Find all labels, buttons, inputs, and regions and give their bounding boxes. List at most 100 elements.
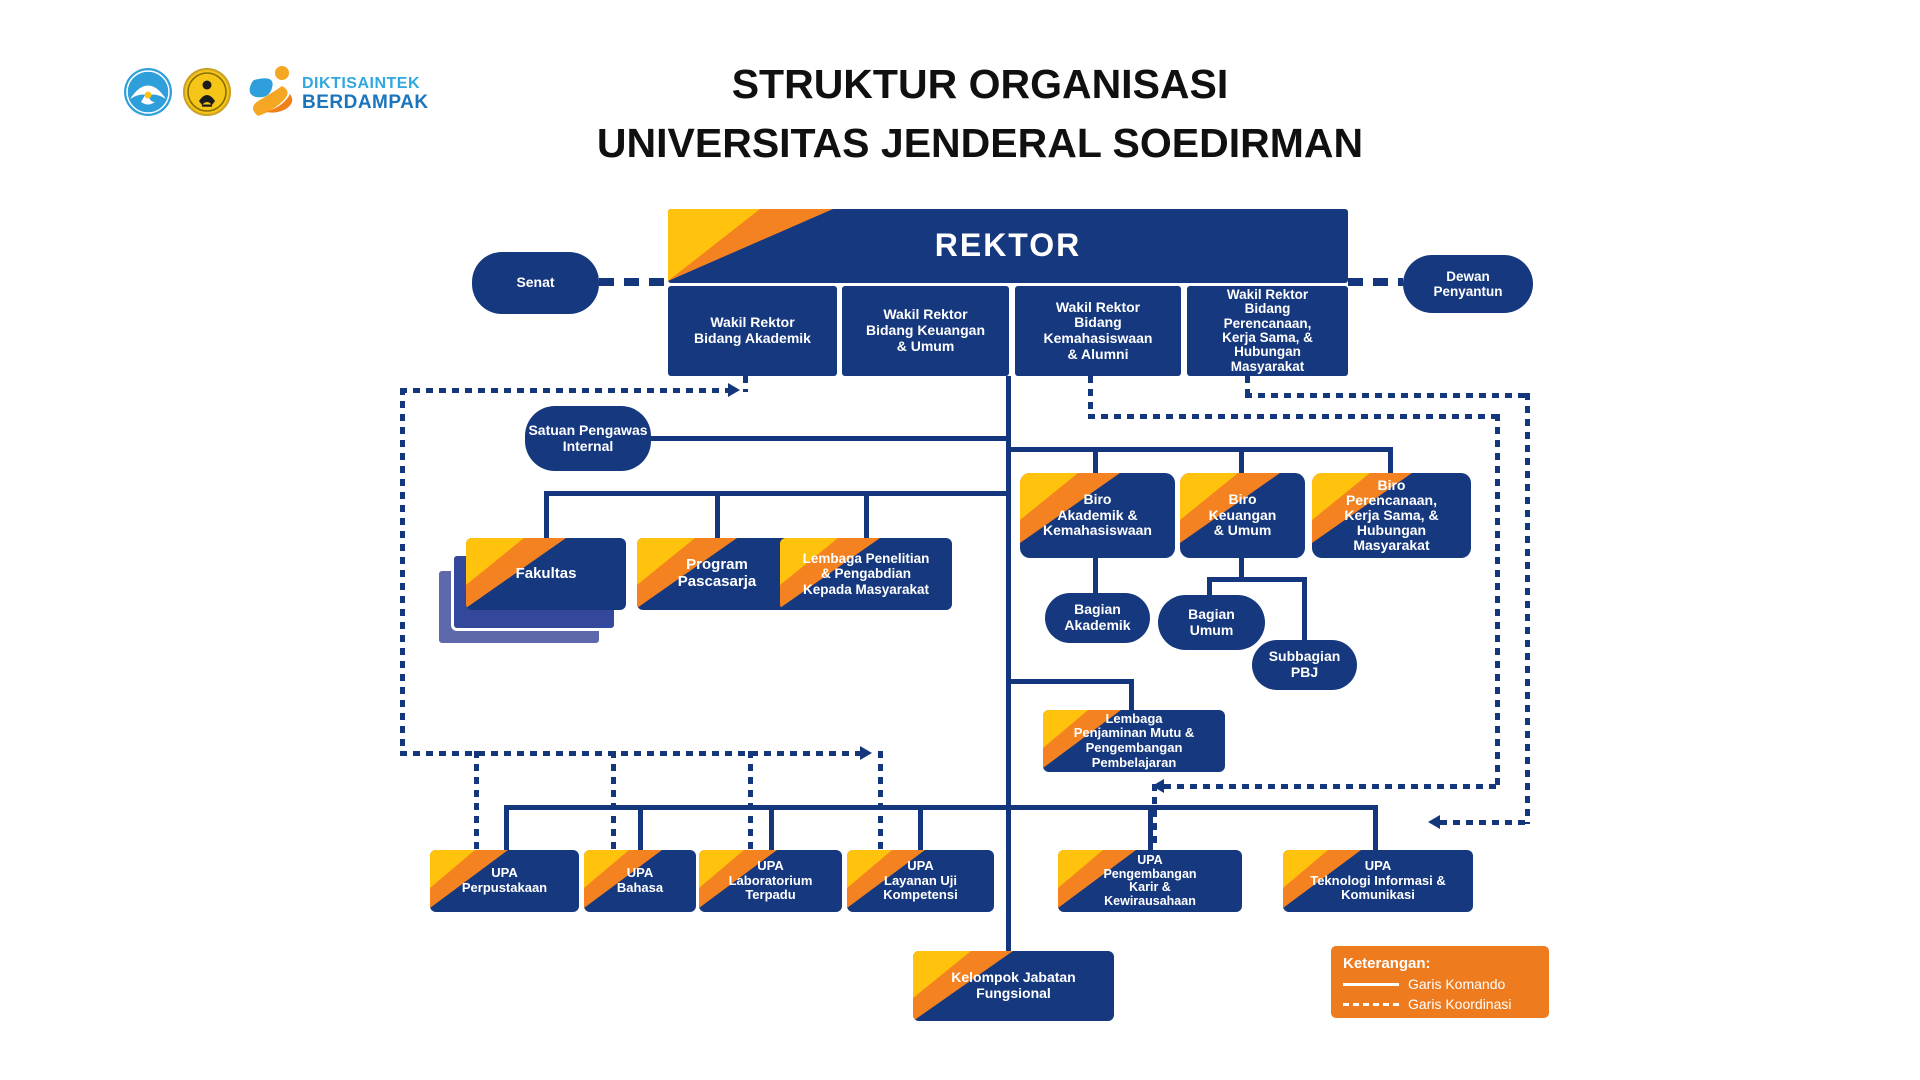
dotted-right-vertical-2	[1525, 393, 1530, 824]
line-drop-fakultas	[544, 491, 549, 538]
dotted-bottom-left	[400, 751, 862, 756]
line-main-trunk	[1006, 376, 1011, 951]
node-upa-layanan-uji: UPA Layanan Uji Kompetensi	[847, 850, 994, 912]
line-drop-biro-keuangan	[1239, 447, 1244, 473]
node-label: Biro Keuangan & Umum	[1208, 490, 1277, 539]
node-upa-perpustakaan: UPA Perpustakaan	[430, 850, 579, 912]
unsoed-logo	[183, 68, 231, 121]
line-drop-pascasarja	[715, 491, 720, 538]
node-label: Biro Akademik & Kemahasiswaan	[1043, 490, 1152, 539]
node-upa-bahasa: UPA Bahasa	[584, 850, 696, 912]
node-label: Subbagian PBJ	[1268, 648, 1341, 680]
node-program-pascasarja: Program Pascasarja	[637, 538, 797, 610]
node-wakil-rektor-akademik: Wakil Rektor Bidang Akademik	[668, 286, 837, 376]
node-label: REKTOR	[934, 227, 1082, 264]
legend-item-komando: Garis Komando	[1343, 976, 1537, 992]
dotted-drop-upa-karir	[1152, 784, 1157, 848]
dotted-wr4-horizontal	[1245, 393, 1530, 398]
dotted-drop-upa4	[878, 751, 883, 850]
node-label: Wakil Rektor Bidang Perencanaan, Kerja S…	[1222, 287, 1313, 374]
legend-dashed-line-icon	[1343, 1002, 1399, 1006]
brand-line-diktisaintek: DIKTISAINTEK	[302, 75, 420, 92]
brand-line-berdampak: BERDAMPAK	[302, 91, 429, 113]
node-lembaga-penelitian: Lembaga Penelitian & Pengabdian Kepada M…	[780, 538, 952, 610]
node-wakil-rektor-keuangan: Wakil Rektor Bidang Keuangan & Umum	[842, 286, 1009, 376]
legend-item-label: Garis Komando	[1408, 976, 1506, 992]
line-biro-branch	[1008, 447, 1390, 452]
node-label: Wakil Rektor Bidang Keuangan & Umum	[865, 306, 985, 354]
node-biro-keuangan: Biro Keuangan & Umum	[1180, 473, 1305, 558]
node-label: Fakultas	[515, 564, 577, 582]
dotted-karir-horizontal	[1164, 784, 1500, 789]
dotted-drop-upa3	[748, 751, 753, 850]
legend-title: Keterangan:	[1343, 955, 1431, 972]
node-label: Wakil Rektor Bidang Kemahasiswaan & Alum…	[1043, 298, 1153, 362]
node-label: UPA Perpustakaan	[461, 865, 548, 895]
line-biro-keuangan-stem	[1239, 558, 1244, 580]
node-senat: Senat	[472, 252, 599, 314]
line-drop-upa-bahasa	[638, 805, 643, 850]
legend-item-koordinasi: Garis Koordinasi	[1343, 996, 1537, 1012]
line-dewan-dashed	[1348, 278, 1403, 286]
title-line-2: UNIVERSITAS JENDERAL SOEDIRMAN	[596, 120, 1364, 166]
arrowhead-bottom-left	[860, 746, 872, 760]
node-label: Bagian Umum	[1188, 605, 1235, 638]
node-upa-pengembangan-karir: UPA Pengembangan Karir & Kewirausahaan	[1058, 850, 1242, 912]
dotted-tik-horizontal	[1440, 820, 1530, 825]
node-label: Senat	[516, 274, 555, 291]
node-label: Dewan Penyantun	[1433, 268, 1503, 299]
brand-text: DIKTISAINTEK BERDAMPAK	[302, 75, 429, 113]
line-drop-lpmpp	[1129, 679, 1134, 710]
legend-box: Keterangan: Garis Komando Garis Koordina…	[1331, 946, 1549, 1018]
line-senat-dashed	[599, 278, 668, 286]
node-label: Kelompok Jabatan Fungsional	[951, 969, 1076, 1001]
node-dewan-penyantun: Dewan Penyantun	[1403, 255, 1533, 313]
line-drop-subbagian-pbj	[1302, 577, 1307, 640]
node-label: Biro Perencanaan, Kerja Sama, & Hubungan…	[1344, 476, 1439, 554]
node-label: Program Pascasarja	[677, 556, 757, 590]
node-lembaga-penjaminan-mutu: Lembaga Penjaminan Mutu & Pengembangan P…	[1043, 710, 1225, 772]
node-bagian-umum: Bagian Umum	[1158, 595, 1265, 650]
node-upa-laboratorium: UPA Laboratorium Terpadu	[699, 850, 842, 912]
page-title: STRUKTUR ORGANISASI UNIVERSITAS JENDERAL…	[470, 55, 1490, 173]
line-drop-upa-karir	[1148, 805, 1153, 850]
node-label: UPA Pengembangan Karir & Kewirausahaan	[1103, 853, 1197, 908]
node-label: UPA Layanan Uji Kompetensi	[883, 858, 958, 903]
legend-solid-line-icon	[1343, 982, 1399, 986]
node-satuan-pengawas-internal: Satuan Pengawas Internal	[525, 406, 651, 471]
diktisaintek-logo	[246, 64, 296, 123]
node-biro-akademik: Biro Akademik & Kemahasiswaan	[1020, 473, 1175, 558]
legend-item-label: Garis Koordinasi	[1408, 996, 1512, 1012]
dotted-drop-upa2	[611, 751, 616, 850]
line-spi	[651, 436, 1008, 441]
node-biro-perencanaan: Biro Perencanaan, Kerja Sama, & Hubungan…	[1312, 473, 1471, 558]
node-label: Lembaga Penjaminan Mutu & Pengembangan P…	[1073, 710, 1195, 770]
line-drop-biro-perencanaan	[1388, 447, 1393, 473]
node-label: UPA Laboratorium Terpadu	[728, 858, 813, 903]
line-drop-biro-akademik	[1093, 447, 1098, 473]
line-biro-bagian-akademik	[1093, 558, 1098, 593]
node-rektor: REKTOR	[668, 209, 1348, 283]
dotted-top-left	[400, 388, 730, 393]
dotted-drop-upa1	[474, 751, 479, 850]
dotted-wr3-stub	[1088, 376, 1093, 418]
node-subbagian-pbj: Subbagian PBJ	[1252, 640, 1357, 690]
dotted-wr3-horizontal	[1088, 414, 1500, 419]
title-line-1: STRUKTUR ORGANISASI	[731, 61, 1229, 107]
node-label: UPA Bahasa	[616, 865, 664, 895]
line-left-branch	[544, 491, 1008, 496]
dotted-wr4-stub	[1245, 376, 1250, 397]
node-bagian-akademik: Bagian Akademik	[1045, 593, 1150, 643]
arrowhead-tik	[1428, 815, 1440, 829]
node-upa-tik: UPA Teknologi Informasi & Komunikasi	[1283, 850, 1473, 912]
dotted-wr1-stub	[743, 376, 748, 392]
kemdikbud-logo	[124, 68, 172, 121]
dotted-right-vertical-1	[1495, 414, 1500, 788]
arrowhead-top-left	[728, 383, 740, 397]
node-label: UPA Teknologi Informasi & Komunikasi	[1310, 858, 1446, 903]
dotted-left-vertical	[400, 388, 405, 756]
line-drop-upa-perpustakaan	[504, 805, 509, 850]
line-lpmpp-branch	[1008, 679, 1134, 684]
node-label: Lembaga Penelitian & Pengabdian Kepada M…	[802, 551, 930, 597]
line-drop-upa-laboratorium	[769, 805, 774, 850]
